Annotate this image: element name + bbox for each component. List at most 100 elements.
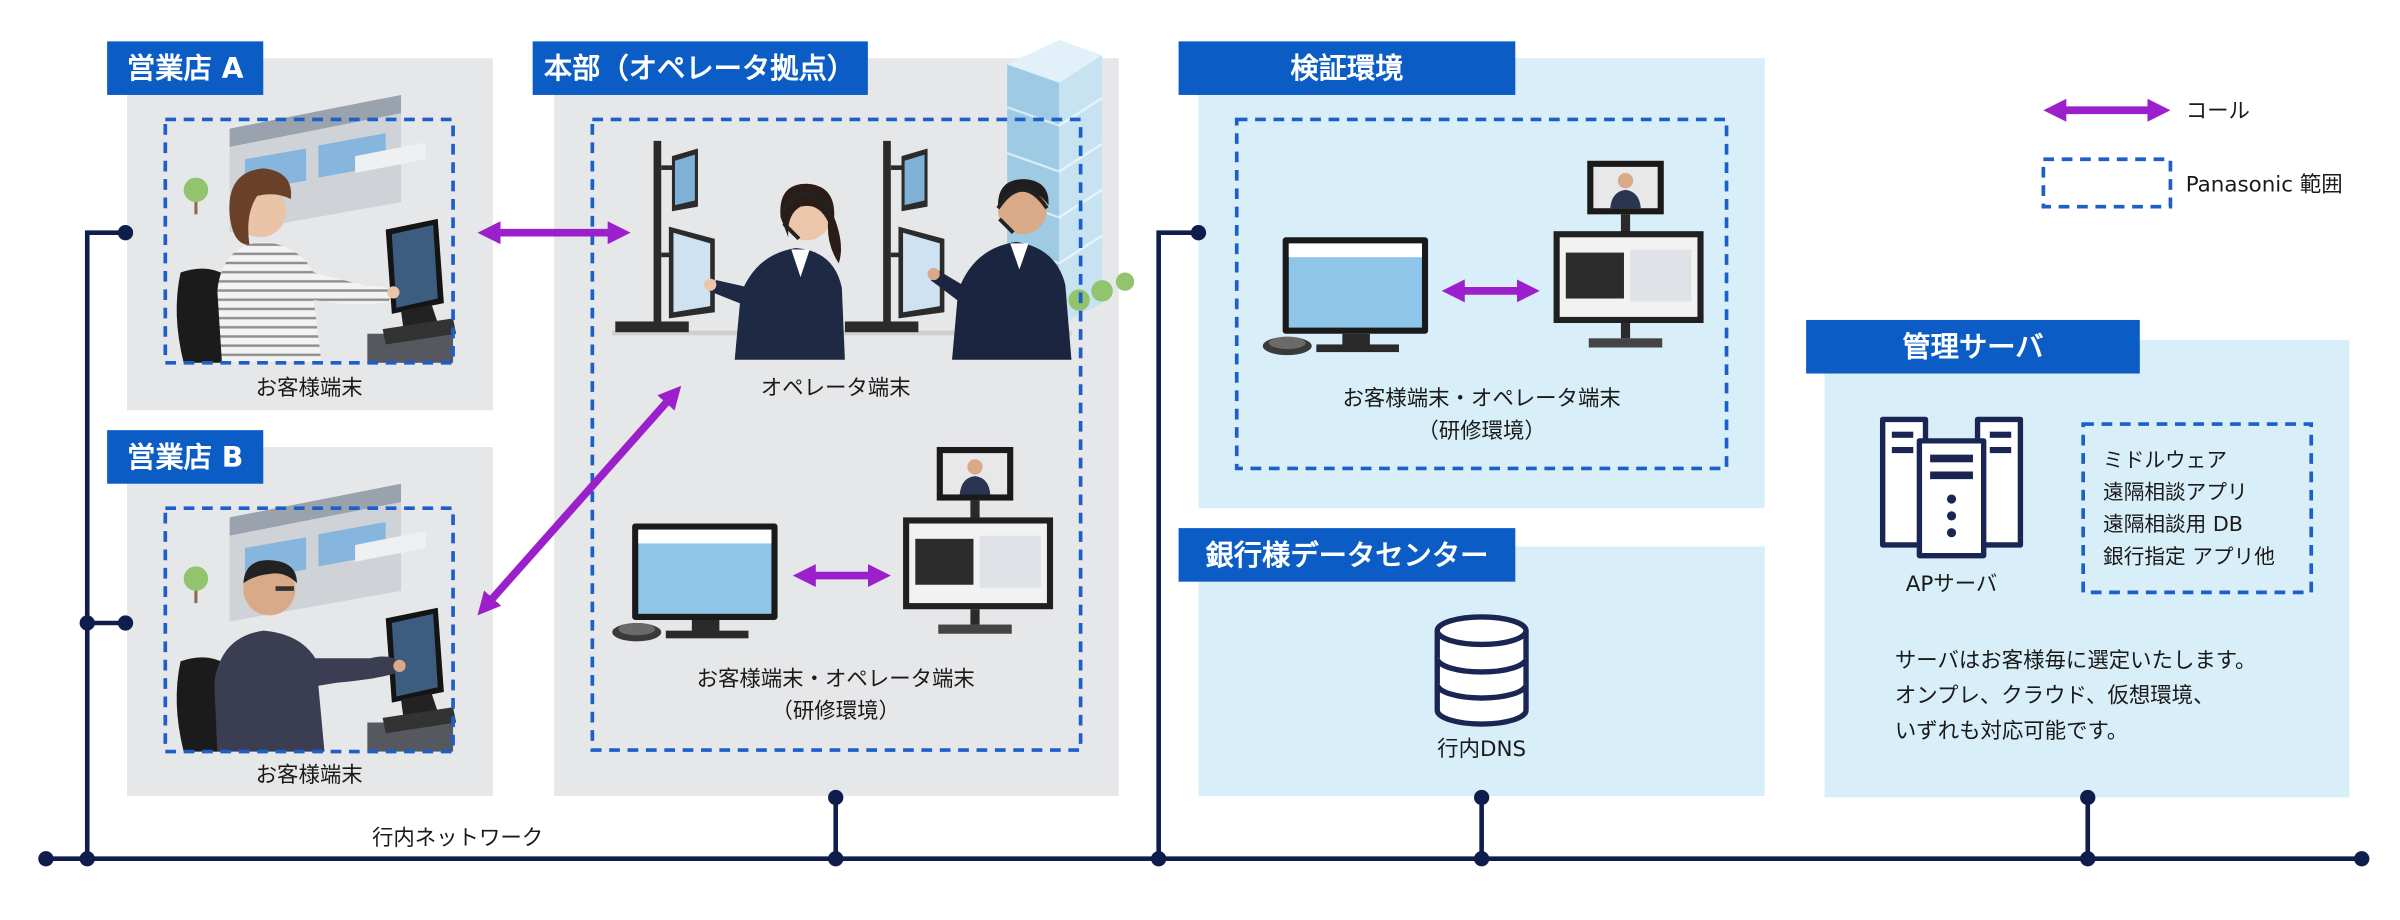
monitor-base [844,321,919,333]
server-slot [1930,471,1973,480]
database-top [1434,614,1529,648]
headquarters-title: 本部（オペレータ拠点） [532,41,868,95]
tree-crown [183,566,209,591]
management-server-title-text: 管理サーバ [1902,331,2043,364]
dns-caption: 行内DNS [1437,737,1526,762]
tree-trunk [194,195,198,215]
verification-illustration [1262,160,1704,356]
speakerphone-top [618,623,656,636]
scope-box-headquarters [590,117,1083,752]
branch-a-title: 営業店 A [107,41,264,95]
operator-person-icon [927,179,1072,360]
terminal-screen [391,225,438,308]
monitor-screen [1288,243,1422,328]
building-awning [355,531,426,562]
server-slot [1989,431,2012,438]
scope-box-branch-b [163,506,455,754]
database-ring [1434,657,1529,675]
server-led [1946,511,1957,521]
touch-terminal-icon [382,218,457,345]
monitor-pole [1620,323,1631,339]
monitor-pole [653,140,662,325]
monitor-pole [970,609,980,625]
monitor-base [938,624,1012,634]
video-person-body [959,476,991,495]
server-note-line: サーバはお客様毎に選定いたします。 [1895,648,2257,673]
sub-monitor-screen [675,154,695,206]
operator-station-2 [844,140,945,333]
operator-terminal-caption: オペレータ端末 [761,376,911,401]
hair [243,560,297,584]
database-body [1434,630,1529,727]
monitor-arm [661,165,674,170]
scope-box-server-software [2081,422,2314,595]
speakerphone-top [1268,336,1306,350]
tower-top [1007,39,1103,83]
verification-title: 検証環境 [1178,41,1516,95]
network-node [828,851,844,867]
customer-person-icon [176,168,400,363]
screen-side-panel [979,535,1041,588]
scope-box-branch-a [163,117,455,365]
screen-panel [1565,252,1624,299]
server-slot [1891,431,1914,438]
headset-icon [996,188,1049,235]
touch-terminal-icon [382,607,457,734]
branch-a-title-text: 営業店 A [127,52,244,85]
headquarters-title-bg [532,41,868,95]
tree-icon [183,566,209,604]
head [997,185,1047,235]
legend-call-label: コール [2186,99,2250,124]
network-node [38,851,54,867]
database-ring [1434,683,1529,701]
chair [176,268,230,363]
management-server-panel [1824,339,2350,798]
building-awning [355,142,426,174]
operator-person-icon [704,183,845,360]
branch-b-title-text: 営業店 B [127,441,243,474]
verification-operator-terminal [1553,160,1704,348]
terminal-screen [391,613,438,697]
server-led [1946,528,1957,538]
headset-icon [780,191,833,241]
tree-crown [1091,280,1113,302]
video-person-head [1617,173,1634,189]
branch-a-terminal-caption: お客様端末 [256,376,363,401]
screen-header [638,529,772,544]
jacket [952,241,1072,360]
data-center-title-text: 銀行様データセンター [1205,539,1488,572]
hand [927,267,940,281]
network-node [1190,225,1207,241]
hand [387,286,400,299]
server-slot [1989,446,2012,454]
terminal-base [382,707,457,734]
monitor-stand [691,619,720,633]
video-person-head [967,459,983,475]
server-notes: サーバはお客様毎に選定いたします。 オンプレ、クラウド、仮想環境、 いずれも対応… [1895,648,2257,743]
database-icon [1434,614,1529,727]
screen-header [1288,243,1422,258]
network-node [117,615,134,631]
branch-b-title-bg [107,430,264,484]
monitor-arm [890,252,904,258]
network-node [117,225,134,241]
network-node [79,615,95,631]
terminal-base [382,318,457,345]
management-server-title: 管理サーバ [1806,319,2140,374]
network-node [1473,789,1490,806]
verification-title-bg [1178,41,1516,95]
legend: コール Panasonic 範囲 [2041,98,2343,209]
jacket [734,248,845,360]
monitor-base [1588,338,1663,348]
sweater [214,630,398,752]
hand [704,278,717,291]
software-item: 遠隔相談アプリ [2103,480,2248,504]
network-node [2080,851,2096,867]
data-center-title-bg [1178,528,1516,582]
glasses [275,586,294,591]
network-node [2354,851,2370,867]
branch-b-terminal-caption: お客様端末 [256,763,363,788]
software-item: 遠隔相談用 DB [2103,512,2243,536]
hair [229,168,292,245]
verification-terminals-caption: お客様端末・オペレータ端末 [1342,387,1620,412]
